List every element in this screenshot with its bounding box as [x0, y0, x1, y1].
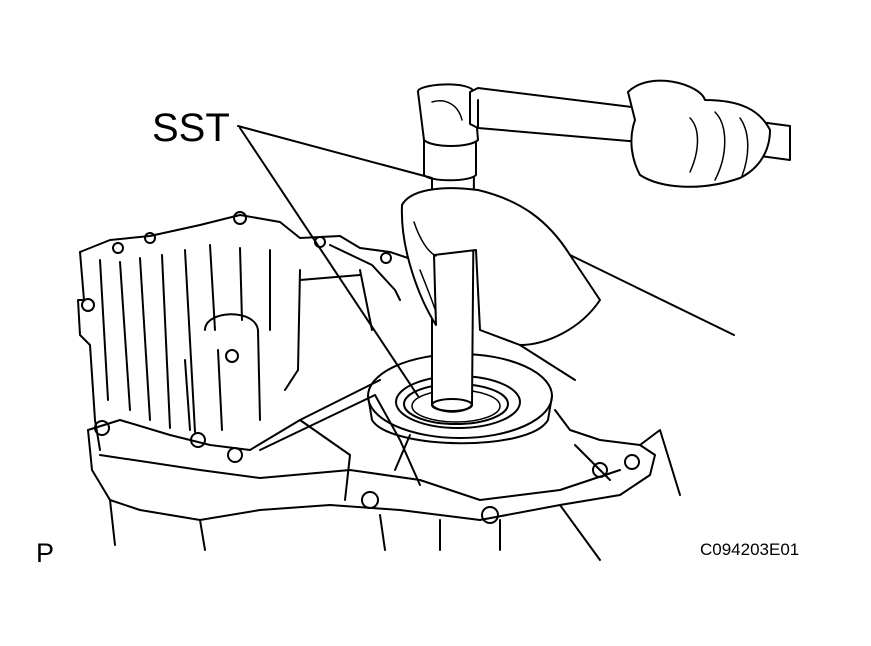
figure-code-label: C094203E01 [700, 540, 800, 559]
sst-leader-lines [237, 125, 433, 397]
hand-on-driver [400, 187, 735, 381]
hand-on-hammer [627, 79, 771, 188]
side-marker-label: P [36, 538, 55, 568]
transaxle-case [77, 211, 681, 561]
sst-label: SST [152, 106, 230, 150]
